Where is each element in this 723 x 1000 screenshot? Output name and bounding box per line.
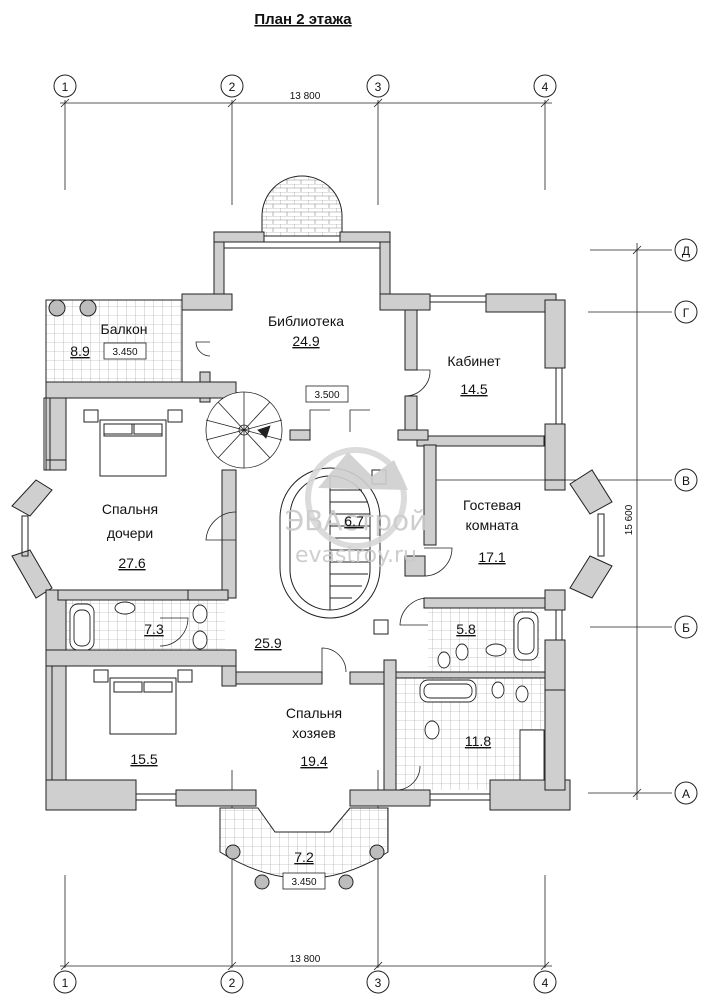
svg-text:Г: Г: [683, 306, 690, 320]
dimension-lines: [60, 98, 642, 971]
bottom-dimension-label: 13 800: [290, 954, 321, 965]
library-bay-balcony: [261, 175, 343, 237]
bedroom-small-area: 15.5: [130, 751, 157, 767]
axis-marker-3-top: 3: [366, 74, 390, 98]
guest-room-area: 17.1: [478, 549, 505, 565]
spiral-staircase: [205, 391, 283, 469]
master-bedroom-area: 19.4: [300, 753, 327, 769]
watermark-line1: ЭВАстрой: [285, 504, 428, 537]
svg-text:В: В: [682, 474, 690, 488]
door-swings: [159, 341, 453, 791]
library-level: 3.500: [314, 390, 339, 401]
svg-text:Б: Б: [682, 621, 690, 635]
svg-text:1: 1: [62, 976, 69, 990]
top-dimension-label: 13 800: [290, 91, 321, 102]
hall-area: 25.9: [254, 635, 281, 651]
axis-marker-2-bottom: 2: [220, 970, 244, 994]
guest-room-name-2: комната: [466, 517, 519, 533]
axis-marker-D: Д: [674, 238, 698, 262]
axis-marker-G: Г: [674, 300, 698, 324]
svg-text:2: 2: [229, 80, 236, 94]
balcony-bottom-area: 7.2: [294, 849, 314, 865]
plan-title: План 2 этажа: [254, 11, 352, 28]
svg-text:2: 2: [229, 976, 236, 990]
library-name: Библиотека: [268, 313, 344, 329]
balcony-top-name: Балкон: [101, 321, 148, 337]
axis-marker-1-top: 1: [53, 74, 77, 98]
axis-marker-B: Б: [674, 615, 698, 639]
axis-marker-1-bottom: 1: [53, 970, 77, 994]
daughter-bedroom-area: 27.6: [118, 555, 145, 571]
svg-text:Д: Д: [682, 244, 690, 258]
study-name: Кабинет: [447, 353, 501, 369]
watermark: ЭВАстрой evastroy.ru: [285, 447, 428, 568]
walls: [11, 231, 613, 811]
bath-fixtures: [69, 601, 545, 781]
daughter-bedroom-name-1: Спальня: [102, 501, 158, 517]
right-dimension-label: 15 600: [624, 504, 635, 535]
master-bedroom-name-1: Спальня: [286, 705, 342, 721]
axis-marker-2-top: 2: [220, 74, 244, 98]
bottom-balcony-shape: [219, 807, 389, 890]
balcony-top-area: 8.9: [70, 343, 90, 359]
master-bedroom-name-2: хозяев: [292, 725, 336, 741]
daughter-bed: [83, 409, 183, 477]
study-area: 14.5: [460, 381, 487, 397]
guest-room-name-1: Гостевая: [463, 497, 521, 513]
master-bed: [93, 669, 193, 735]
window-walls: [21, 241, 605, 801]
hall-stair-area: 6.7: [344, 513, 364, 529]
svg-text:А: А: [682, 787, 690, 801]
bath-left-area: 7.3: [144, 621, 164, 637]
bath-right-area: 5.8: [456, 621, 476, 637]
axis-marker-4-bottom: 4: [533, 970, 557, 994]
axis-marker-3-bottom: 3: [366, 970, 390, 994]
daughter-bedroom-name-2: дочери: [107, 525, 153, 541]
library-area: 24.9: [292, 333, 319, 349]
master-bath-area: 11.8: [465, 733, 491, 749]
balcony-top-level: 3.450: [112, 347, 137, 358]
axis-marker-4-top: 4: [533, 74, 557, 98]
svg-text:3: 3: [375, 976, 382, 990]
svg-text:4: 4: [542, 976, 549, 990]
axis-marker-V: В: [674, 468, 698, 492]
svg-text:1: 1: [62, 80, 69, 94]
top-balcony-shape: [45, 299, 183, 383]
axis-marker-A: А: [674, 781, 698, 805]
balcony-bottom-level: 3.450: [291, 877, 316, 888]
svg-text:4: 4: [542, 80, 549, 94]
watermark-line2: evastroy.ru: [295, 543, 417, 568]
svg-text:3: 3: [375, 80, 382, 94]
